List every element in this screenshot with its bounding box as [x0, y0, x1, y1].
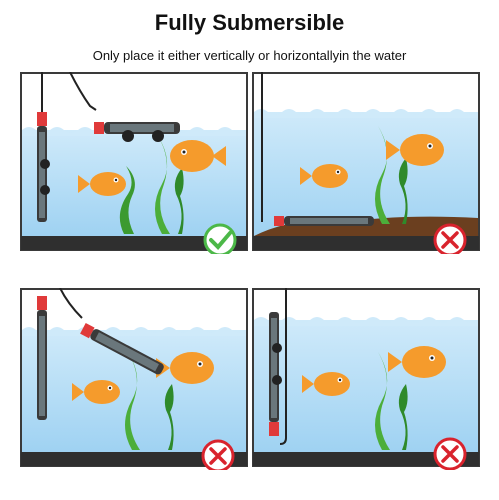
- seaweed: [174, 168, 184, 234]
- seaweed: [119, 166, 135, 234]
- aquarium-water: [254, 320, 478, 452]
- aquarium-water: [22, 330, 246, 452]
- fish: [78, 172, 126, 196]
- panel-wrong-upside-down: [252, 288, 480, 470]
- aquarium-base: [21, 236, 247, 250]
- fish: [72, 380, 120, 404]
- water-surface-wave: [254, 109, 478, 118]
- panel-wrong-above-water: [20, 288, 248, 470]
- x-circle-icon: [433, 223, 467, 254]
- seaweed: [164, 384, 174, 450]
- water-surface-wave: [22, 327, 246, 336]
- heater-upside-down: [269, 288, 287, 445]
- seaweed: [375, 352, 390, 450]
- aquarium-water: [254, 112, 478, 236]
- heater-tilted: [59, 288, 164, 375]
- x-circle-icon: [433, 437, 467, 470]
- aquarium-base: [253, 452, 479, 466]
- seaweed: [375, 126, 390, 224]
- fish: [170, 140, 226, 172]
- fish: [302, 372, 350, 396]
- seaweed: [398, 384, 408, 450]
- seaweed: [155, 136, 170, 234]
- panel-correct-placement: [20, 72, 248, 254]
- page-title: Fully Submersible: [154, 10, 345, 35]
- heater-horizontal: [69, 72, 180, 142]
- check-circle-icon: [203, 223, 237, 254]
- aquarium-base: [253, 236, 479, 250]
- panel-wrong-gravel: [252, 72, 480, 254]
- seaweed: [125, 352, 140, 450]
- heater-vertical: [37, 72, 50, 222]
- heater-on-gravel: [261, 72, 374, 226]
- heater-vertical: [37, 296, 47, 420]
- water-surface-wave: [254, 317, 478, 326]
- aquarium-base: [21, 452, 247, 466]
- fish: [300, 164, 348, 188]
- fish: [388, 346, 446, 378]
- seaweed: [398, 158, 408, 224]
- page-subtitle: Only place it either vertically or horiz…: [92, 48, 407, 63]
- x-circle-icon: [201, 439, 235, 470]
- fish: [386, 134, 444, 166]
